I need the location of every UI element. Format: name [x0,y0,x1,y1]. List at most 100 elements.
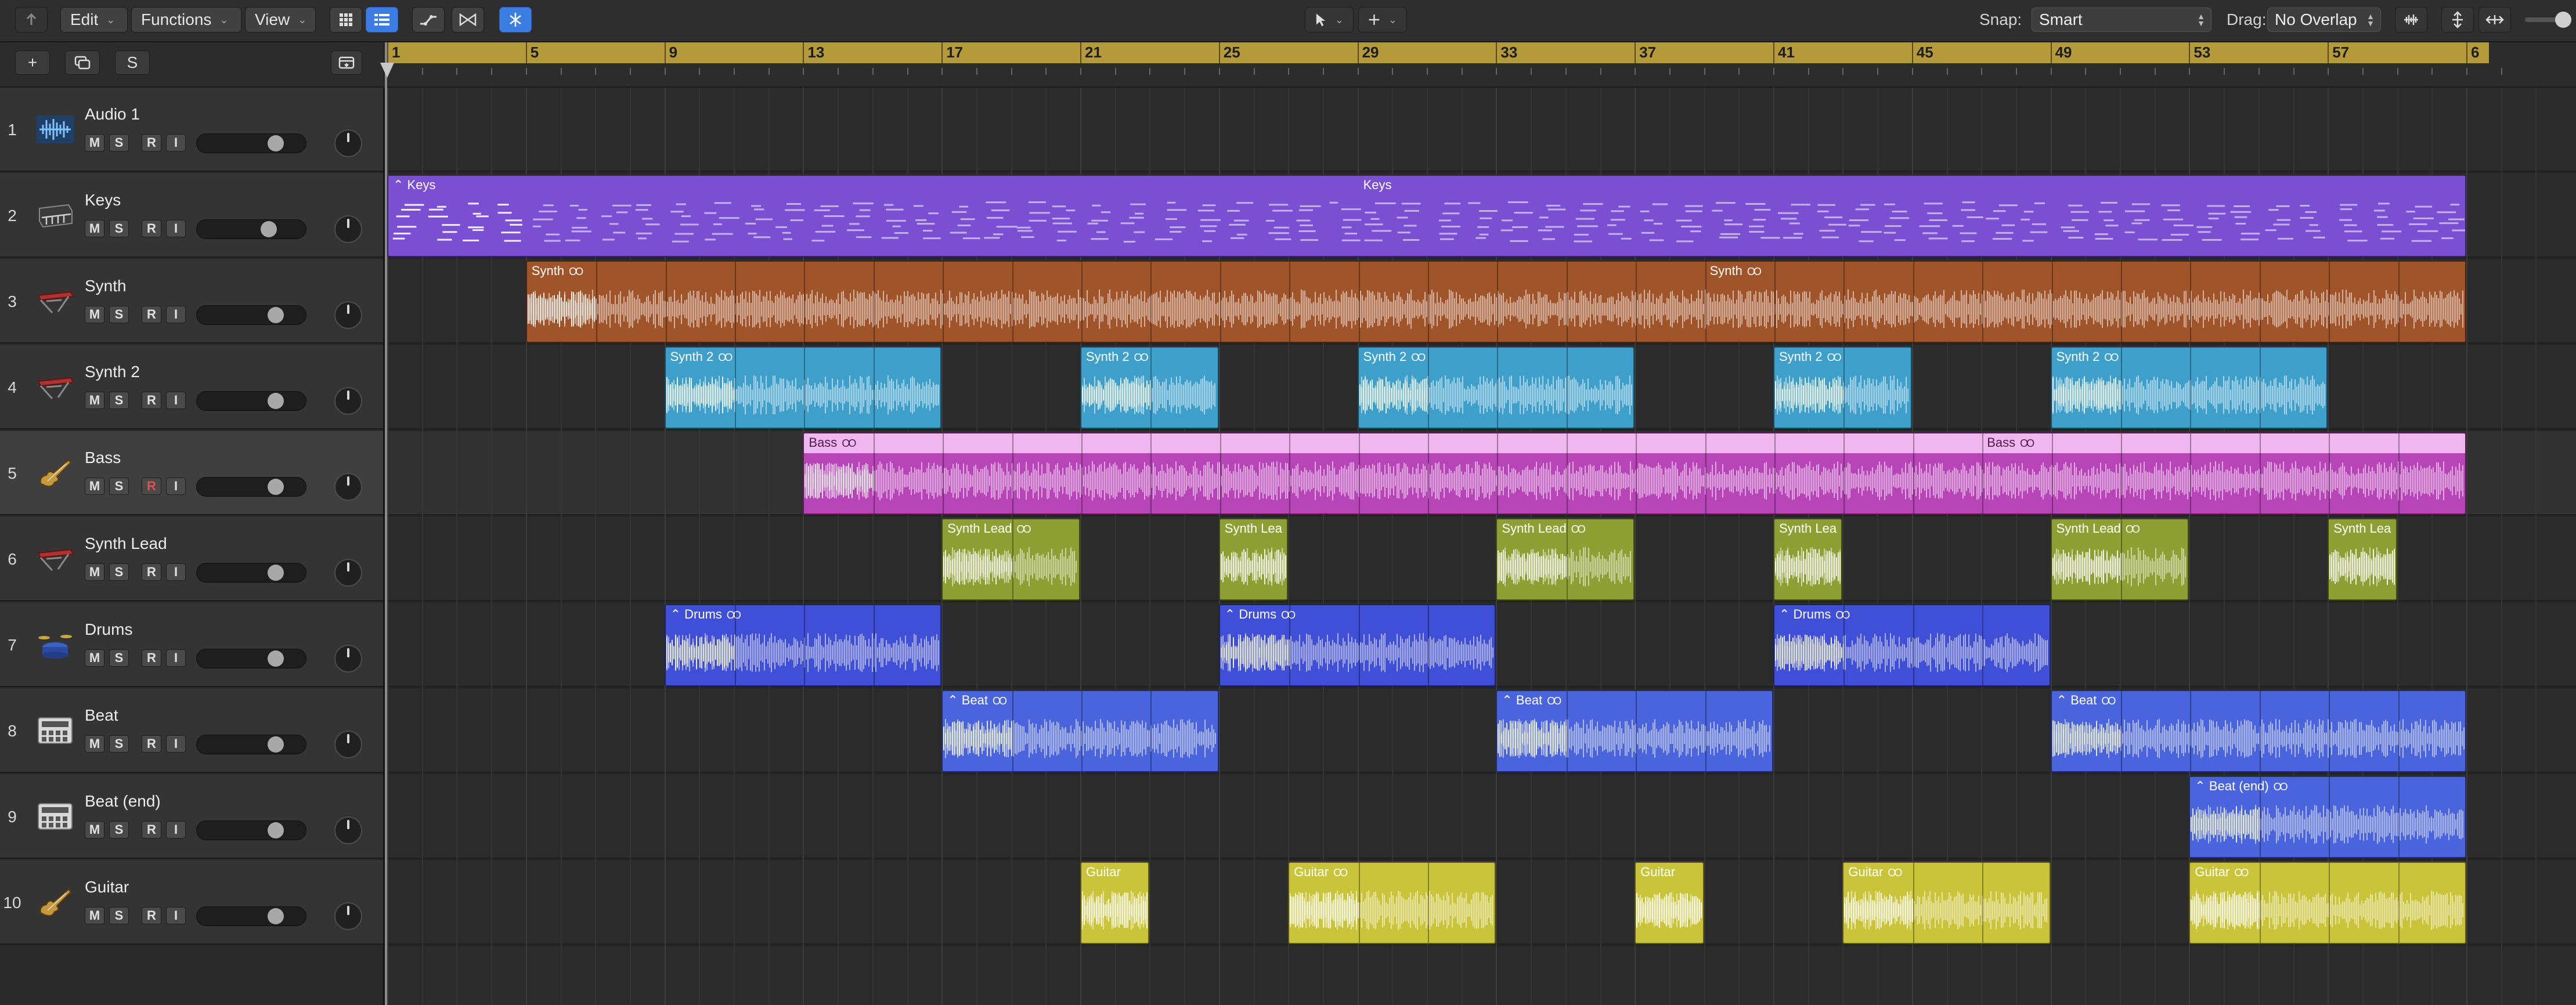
mute-button[interactable]: M [85,649,104,667]
track-name[interactable]: Synth [85,277,127,295]
record-enable-button[interactable]: R [142,478,161,495]
volume-slider[interactable] [196,391,306,411]
record-enable-button[interactable]: R [142,735,161,753]
horizontal-zoom-icon[interactable] [2478,7,2511,32]
volume-slider[interactable] [196,820,306,840]
region[interactable]: Synth Lea [2328,518,2397,601]
input-monitor-button[interactable]: I [166,220,186,237]
volume-slider-knob[interactable] [268,822,284,838]
pan-knob[interactable] [334,902,362,930]
volume-slider[interactable] [196,735,306,754]
pan-knob[interactable] [334,559,362,587]
drum-machine-icon[interactable] [35,715,75,746]
record-enable-button[interactable]: R [142,220,161,237]
pan-knob[interactable] [334,816,362,844]
drum-machine-icon[interactable] [35,801,75,832]
guitar-icon[interactable] [35,458,75,488]
track-name[interactable]: Synth Lead [85,534,167,552]
edit-menu[interactable]: Edit⌄ [60,7,128,32]
zoom-slider-knob[interactable] [2555,12,2571,28]
input-monitor-button[interactable]: I [166,392,186,409]
solo-button[interactable]: S [109,563,129,581]
synth-icon[interactable] [35,372,75,402]
input-monitor-button[interactable]: I [166,478,186,495]
volume-slider[interactable] [196,649,306,668]
drag-select[interactable]: No Overlap ▲▼ [2267,8,2381,32]
input-monitor-button[interactable]: I [166,821,186,838]
volume-slider[interactable] [196,219,306,239]
pan-knob[interactable] [334,473,362,501]
global-tracks-icon[interactable] [331,50,362,75]
show-track-stacks-button[interactable]: S [115,50,150,75]
track-name[interactable]: Beat (end) [85,792,161,810]
synth-icon[interactable] [35,286,75,316]
track-lane[interactable] [385,88,2576,172]
synth-icon[interactable] [35,544,75,574]
record-enable-button[interactable]: R [142,134,161,151]
input-monitor-button[interactable]: I [166,735,186,753]
region-header[interactable]: Synth Lea [1774,519,1841,539]
mute-button[interactable]: M [85,134,104,151]
mute-button[interactable]: M [85,478,104,495]
input-monitor-button[interactable]: I [166,907,186,924]
record-enable-button[interactable]: R [142,563,161,581]
list-view-icon[interactable] [366,7,398,32]
pointer-tool-menu[interactable]: ⌄ [1305,7,1354,32]
region-header[interactable]: Guitar [1636,863,1702,883]
waveform-zoom-icon[interactable] [2395,7,2427,32]
pencil-tool-menu[interactable]: ⌄ [1358,7,1407,32]
volume-slider-knob[interactable] [268,736,284,753]
region[interactable]: Guitar [1080,862,1150,944]
grid-view-icon[interactable] [330,7,362,32]
duplicate-track-icon[interactable] [65,50,100,75]
automation-curve-icon[interactable] [412,7,445,32]
pan-knob[interactable] [334,215,362,243]
volume-slider[interactable] [196,133,306,153]
cycle-region[interactable] [385,42,2489,63]
playhead[interactable] [385,42,387,1005]
region[interactable]: Synth Lea [1218,518,1289,601]
drums-icon[interactable] [35,630,75,660]
mute-button[interactable]: M [85,821,104,838]
input-monitor-button[interactable]: I [166,649,186,667]
region-header[interactable]: ⌃ Beat (end)OO [2190,777,2465,797]
record-enable-button[interactable]: R [142,649,161,667]
pan-knob[interactable] [334,387,362,415]
track-lane[interactable] [385,946,2576,1005]
playhead-handle[interactable] [380,63,394,78]
functions-menu[interactable]: Functions⌄ [131,7,241,32]
mute-button[interactable]: M [85,306,104,323]
solo-button[interactable]: S [109,392,129,409]
mute-button[interactable]: M [85,392,104,409]
view-menu[interactable]: View⌄ [245,7,316,32]
volume-slider-knob[interactable] [268,307,284,323]
